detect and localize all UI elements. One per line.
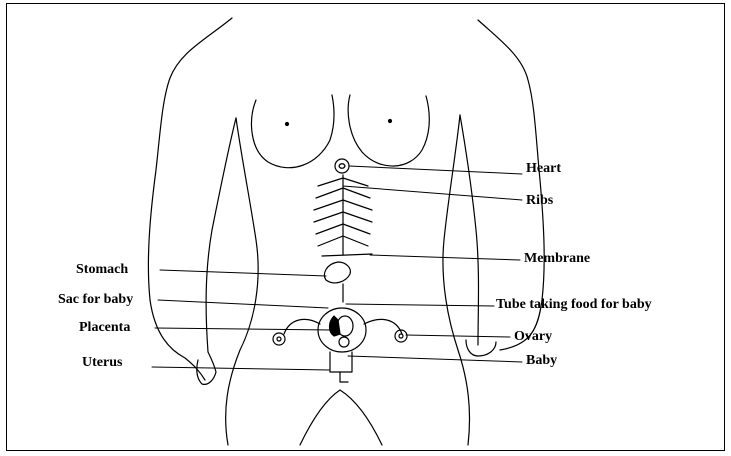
heart-shape — [335, 159, 349, 173]
label-ribs: Ribs — [526, 193, 553, 209]
reproductive-organs — [273, 284, 407, 382]
label-ovary: Ovary — [514, 329, 552, 345]
label-tube-taking-food: Tube taking food for baby — [496, 297, 652, 313]
label-membrane: Membrane — [524, 251, 590, 267]
label-uterus: Uterus — [82, 355, 122, 371]
body-outline — [148, 18, 544, 445]
label-heart: Heart — [526, 161, 561, 177]
label-placenta: Placenta — [79, 320, 130, 336]
membrane-shape — [322, 254, 372, 256]
label-baby: Baby — [526, 353, 557, 369]
label-stomach: Stomach — [76, 262, 128, 278]
breasts — [252, 95, 430, 168]
stomach-shape — [325, 262, 351, 283]
ribs-shape — [314, 175, 372, 255]
label-sac-for-baby: Sac for baby — [58, 292, 133, 308]
